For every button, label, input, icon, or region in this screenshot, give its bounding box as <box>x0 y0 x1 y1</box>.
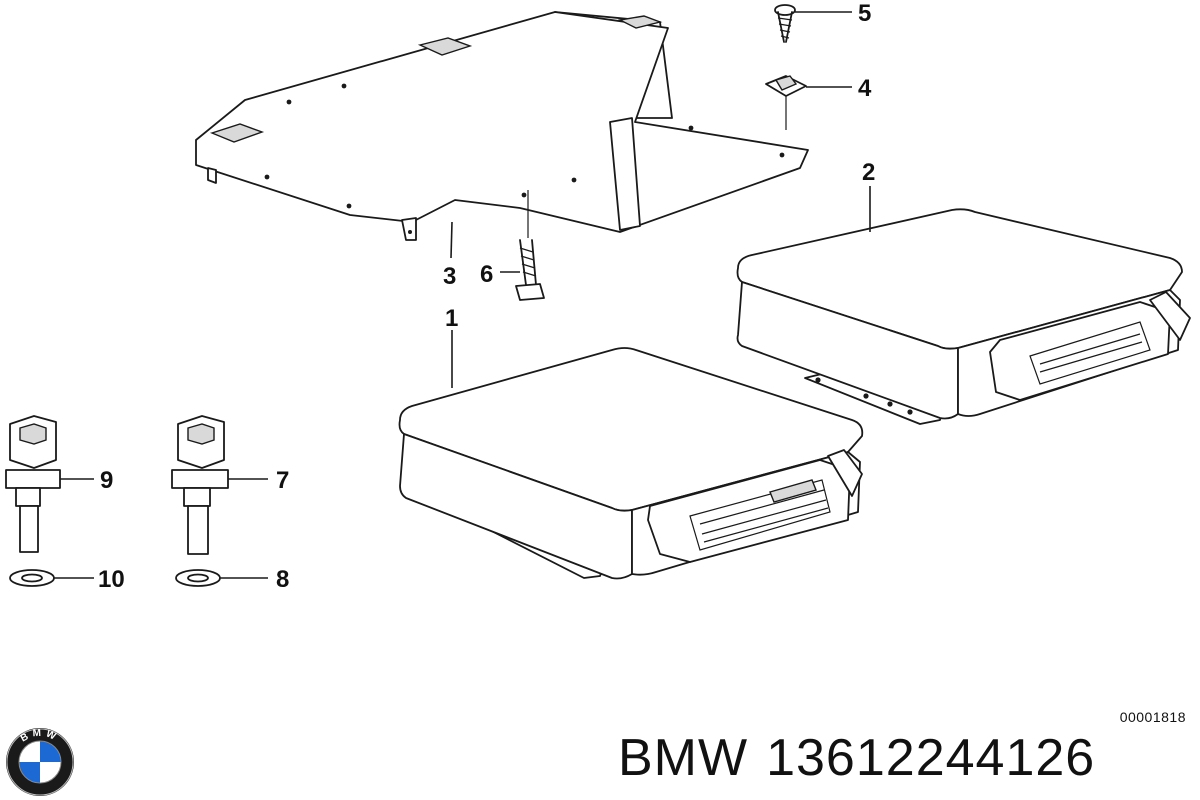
temperature-sensor-part-7 <box>171 415 229 555</box>
callout-2: 2 <box>862 159 875 186</box>
brand-name: BMW <box>618 729 749 787</box>
washer-part-8 <box>175 569 221 587</box>
brand-part-number: BMW 13612244126 <box>618 728 1113 788</box>
mounting-bracket <box>195 11 809 241</box>
callout-9: 9 <box>100 467 113 494</box>
callout-leaders <box>54 11 871 579</box>
clip-nut-part-4 <box>765 75 807 130</box>
bolt-part-6 <box>515 190 545 301</box>
part-number: 13612244126 <box>766 729 1096 787</box>
diagram-id: 00001818 <box>1119 709 1186 725</box>
screw-part-5 <box>774 4 796 43</box>
callout-8: 8 <box>276 566 289 593</box>
callout-1: 1 <box>445 305 458 332</box>
callout-6: 6 <box>480 261 493 288</box>
callout-10: 10 <box>98 566 125 593</box>
washer-part-10 <box>9 569 55 587</box>
bmw-logo-icon: BMW <box>6 728 74 796</box>
callout-7: 7 <box>276 467 289 494</box>
callout-4: 4 <box>858 75 872 102</box>
temperature-sensor-part-9 <box>5 415 61 553</box>
callout-3: 3 <box>443 263 456 290</box>
control-unit-part-2 <box>736 208 1191 425</box>
control-unit-part-1 <box>398 347 864 580</box>
callout-5: 5 <box>858 0 871 27</box>
